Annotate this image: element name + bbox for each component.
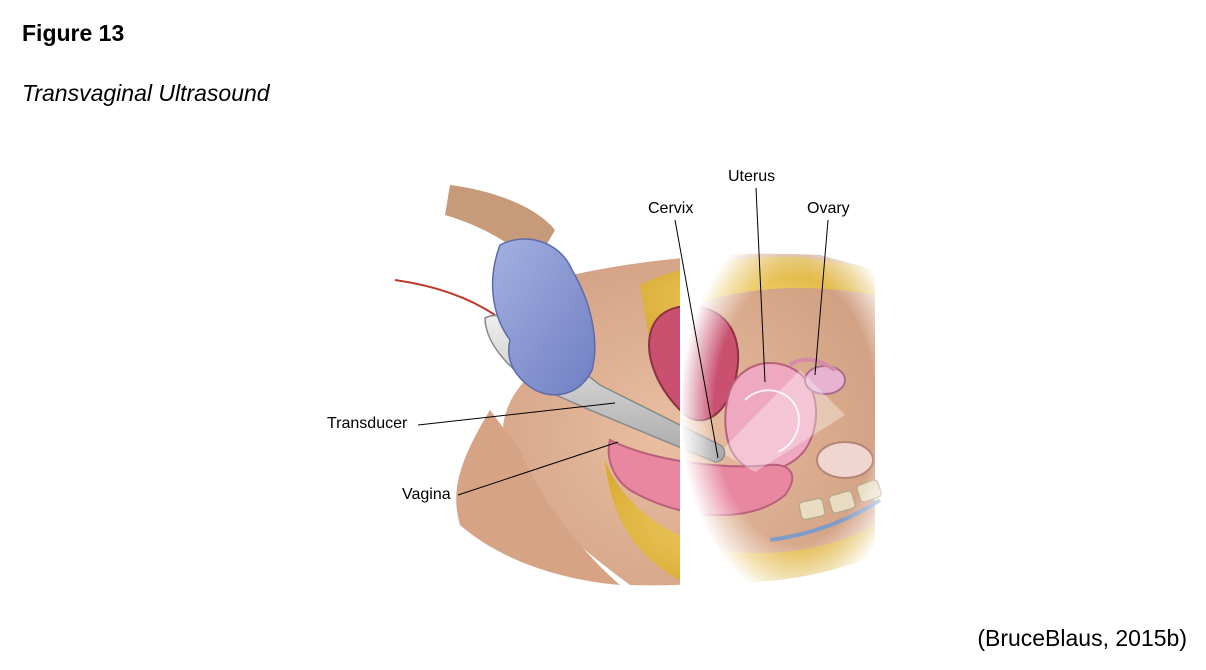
transducer-leader	[417, 402, 616, 426]
ovary-label: Ovary	[807, 200, 850, 217]
vagina-label: Vagina	[402, 486, 451, 503]
thigh-skin	[456, 410, 620, 585]
anatomy-drawing	[394, 185, 900, 600]
figure-title: Transvaginal Ultrasound	[22, 80, 270, 106]
cervix-leader	[674, 219, 719, 459]
uterus-label: Uterus	[728, 168, 776, 185]
transducer-label: Transducer	[327, 415, 408, 432]
ovary-leader	[814, 219, 829, 376]
image-credit: (BruceBlaus, 2015b)	[977, 625, 1187, 651]
figure-number: Figure 13	[22, 20, 125, 46]
uterus-leader	[755, 187, 766, 383]
anatomy-illustration: Cervix Uterus Ovary Transducer Vagina	[300, 160, 900, 600]
cervix-label: Cervix	[648, 200, 694, 217]
vagina-leader	[457, 441, 619, 496]
probe-cable	[394, 279, 496, 316]
gloved-hand	[491, 238, 596, 396]
